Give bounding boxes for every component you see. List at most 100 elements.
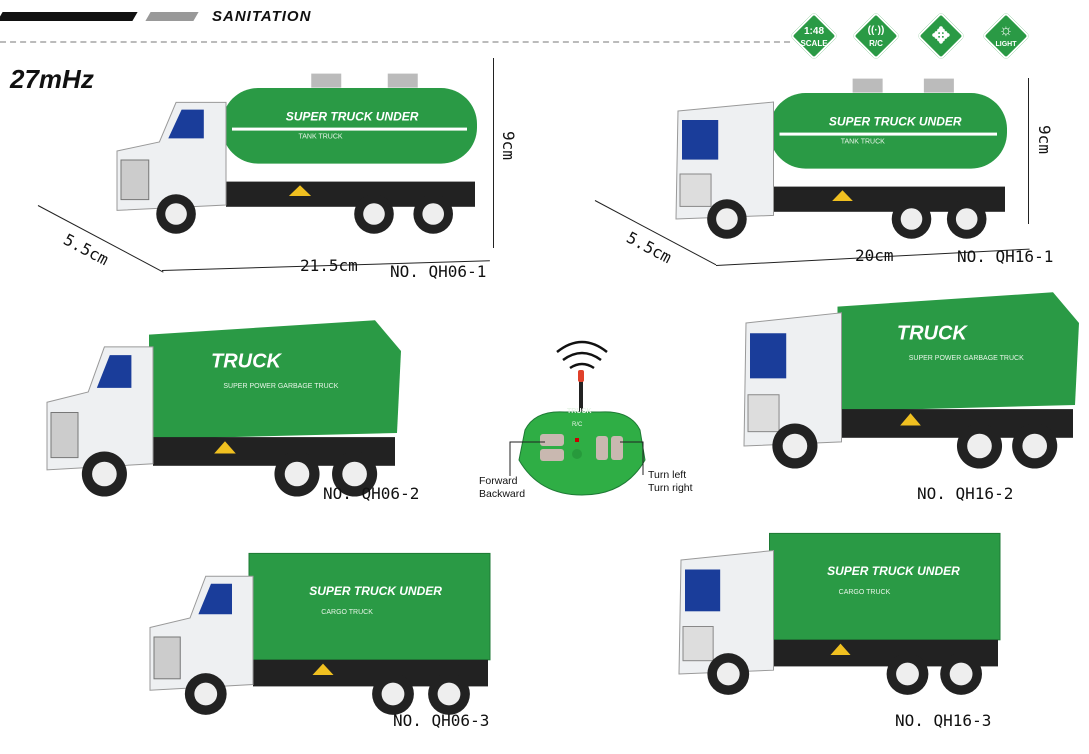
wheel [81, 451, 127, 497]
truck-illustration: SUPER TRUCK UNDER CARGO TRUCK [149, 552, 491, 715]
length-label: 21.5cm [300, 256, 358, 275]
wheel [891, 199, 932, 239]
frequency-label: 27mHz [10, 64, 94, 94]
tank-hatch [852, 78, 883, 93]
tank-body [222, 88, 477, 164]
forward-button [540, 434, 564, 446]
truck-qh06-1: SUPER TRUCK UNDER TANK TRUCK [115, 70, 485, 250]
header-bar-black [0, 12, 138, 21]
truck-logo: SUPER TRUCK UNDER [286, 109, 419, 123]
wheel [156, 194, 196, 234]
remote-brand: TRUCK [567, 408, 592, 415]
tank-hatch [311, 73, 342, 88]
wheel [940, 653, 982, 695]
grille [679, 173, 712, 207]
windshield [198, 583, 232, 615]
container-body [769, 532, 1001, 641]
truck-illustration: TRUCK SUPER POWER GARBAGE TRUCK [46, 320, 401, 497]
wheel [428, 673, 470, 715]
wheel [354, 194, 394, 234]
power-led [575, 438, 579, 442]
grille [153, 636, 181, 680]
windshield [682, 120, 719, 160]
four-direction-icon: ✥ [931, 23, 951, 48]
light-badge: ☼LIGHT [981, 11, 1031, 61]
model-label: NO. QH16-3 [895, 711, 992, 730]
truck-illustration: SUPER TRUCK UNDER TANK TRUCK [116, 73, 477, 234]
header-bar-gray [145, 12, 199, 21]
garbage-body [837, 292, 1079, 412]
model-label: NO. QH06-1 [390, 262, 487, 281]
truck-qh16-1: SUPER TRUCK UNDER TANK TRUCK [670, 75, 1015, 255]
windshield [685, 569, 721, 612]
truck-illustration: TRUCK SUPER POWER GARBAGE TRUCK [743, 292, 1079, 469]
turn-left-button [596, 436, 608, 460]
truck-logo: TRUCK [211, 350, 283, 372]
height-line [1028, 78, 1029, 224]
truck-illustration: SUPER TRUCK UNDER TANK TRUCK [675, 78, 1007, 239]
wheel [946, 199, 987, 239]
truck-subtitle: CARGO TRUCK [321, 609, 373, 616]
warning-sign [214, 441, 236, 454]
wheel [886, 653, 929, 695]
grille [682, 626, 714, 662]
warning-sign [900, 413, 921, 426]
truck-subtitle: SUPER POWER GARBAGE TRUCK [223, 383, 338, 390]
grille [747, 394, 780, 433]
truck-illustration: SUPER TRUCK UNDER CARGO TRUCK [678, 532, 1001, 695]
model-label: NO. QH06-2 [323, 484, 420, 503]
grille [120, 159, 150, 201]
warning-sign [288, 185, 312, 196]
wheel [1012, 423, 1058, 469]
wheel [772, 423, 818, 469]
windshield [168, 109, 204, 139]
rc-badge: ((·))R/C [851, 11, 901, 61]
wheel [372, 673, 414, 715]
windshield [96, 355, 132, 388]
remote-body [518, 411, 646, 496]
warning-sign [832, 190, 853, 201]
model-label: NO. QH06-3 [393, 711, 490, 730]
truck-qh06-3: SUPER TRUCK UNDER CARGO TRUCK [148, 542, 498, 732]
wheel [707, 653, 750, 695]
wheel [184, 673, 227, 715]
wheel [413, 194, 454, 234]
truck-logo: SUPER TRUCK UNDER [827, 564, 960, 578]
tank-hatch [923, 78, 954, 93]
height-label: 9cm [498, 131, 518, 160]
garbage-body [149, 320, 401, 440]
height-line [493, 58, 494, 248]
signal-icon [556, 340, 608, 370]
wheel [956, 423, 1003, 469]
truck-qh16-3: SUPER TRUCK UNDER CARGO TRUCK [673, 522, 1008, 712]
warning-sign [830, 643, 851, 655]
tank-body [769, 93, 1007, 169]
model-label: NO. QH16-2 [917, 484, 1014, 503]
dashed-divider [0, 41, 790, 43]
truck-subtitle: SUPER POWER GARBAGE TRUCK [909, 355, 1024, 362]
wheel [707, 199, 747, 239]
four-direction-badge: ✥ [916, 11, 966, 61]
backward-button [540, 449, 564, 461]
grille [50, 412, 79, 459]
length-label: 20cm [855, 246, 894, 265]
truck-logo: SUPER TRUCK UNDER [309, 584, 442, 598]
remote-control [509, 340, 646, 496]
truck-subtitle: TANK TRUCK [299, 133, 343, 140]
truck-logo: SUPER TRUCK UNDER [829, 114, 962, 128]
antenna [579, 372, 583, 412]
wheel [274, 451, 320, 497]
truck-qh06-2: TRUCK SUPER POWER GARBAGE TRUCK [45, 310, 405, 515]
model-label: NO. QH16-1 [957, 247, 1054, 266]
height-label: 9cm [1034, 125, 1054, 154]
container-body [248, 552, 491, 661]
truck-subtitle: CARGO TRUCK [839, 589, 891, 596]
wheel [332, 451, 378, 497]
width-label: 5.5cm [60, 229, 112, 270]
width-label: 5.5cm [623, 227, 675, 268]
page-title: SANITATION [212, 3, 312, 26]
turn-right-button [611, 436, 623, 460]
